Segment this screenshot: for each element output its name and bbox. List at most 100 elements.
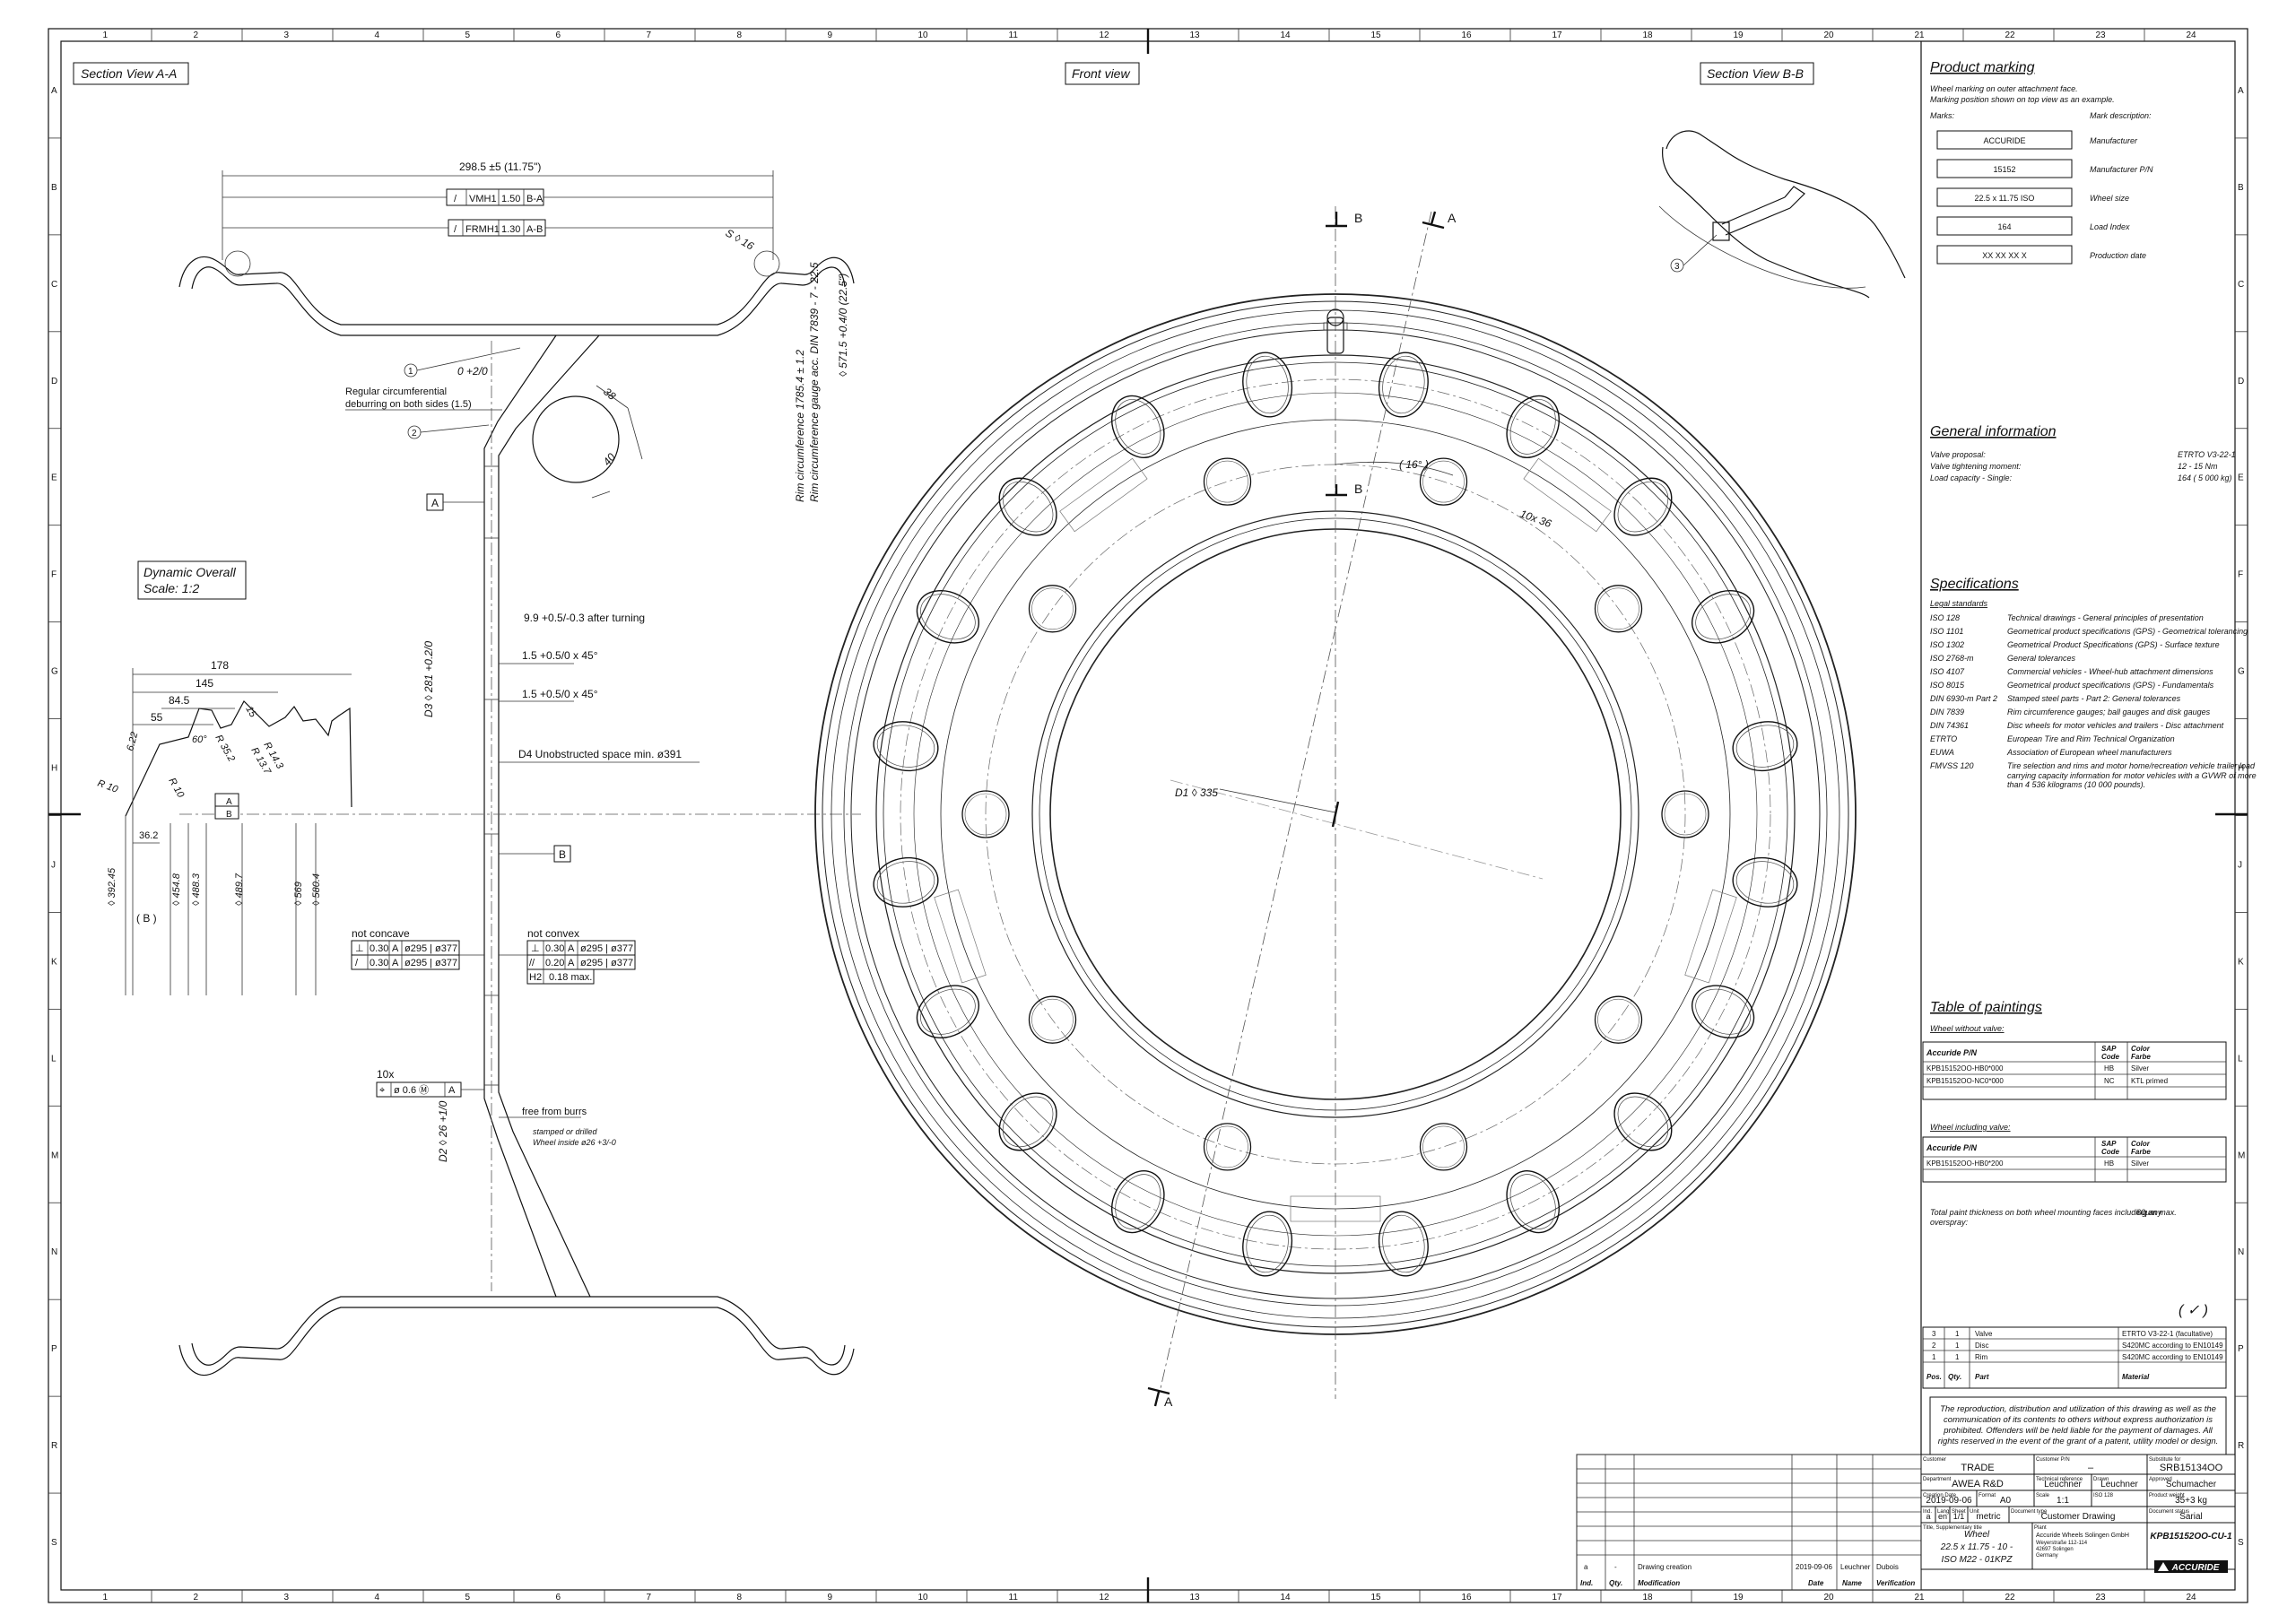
frame-row-label: M [2238,1151,2245,1160]
fmvss-line-2: carrying capacity information for motor … [2007,771,2257,780]
part-qty: 1 [1955,1342,1960,1350]
frame-row-label: N [51,1247,57,1257]
paint-sap: HB [2104,1159,2114,1168]
stamping-mark [1684,889,1737,984]
tol-a: A [226,797,232,807]
frame-row-label: N [2238,1247,2244,1257]
frame-row-label: F [51,570,57,580]
rev-name: Leuchner [1840,1563,1871,1571]
customer-pn-value: – [2088,1463,2094,1473]
dim-145: 145 [196,677,213,690]
frame-row-label: C [2238,280,2244,290]
ventilation-hole [1111,1170,1165,1234]
marking-desc-2: Marking position shown on top view as an… [1930,95,2115,104]
nc1-sym: ⊥ [355,943,364,954]
spec-standard: ISO 1302 [1930,640,1964,649]
mark-box [1936,216,2073,236]
frame-row-label: P [51,1344,57,1354]
approved-label: Approved [2149,1477,2172,1482]
ventilation-hole [916,985,979,1038]
vmh-value: 1.50 [501,194,520,204]
product-weight-value: 35+3 kg [2175,1496,2207,1506]
parts-header-material: Material [2122,1373,2150,1381]
logo-mark [2158,1562,2169,1571]
bolt-hole [1594,995,1643,1044]
frame-row-label: R [51,1441,57,1451]
frame-row-label: E [2238,473,2244,483]
frame-col-label: 2 [194,1593,199,1602]
part-qty: 1 [1955,1330,1960,1338]
title-line-2: 22.5 x 11.75 - 10 - [1940,1542,2013,1552]
frame-row-label: A [2238,86,2244,96]
mark-box [1936,130,2073,150]
frmh-label: FRMH1 [465,224,500,235]
vmh-ref: B-A [526,194,544,204]
sheet-value: 1/1 [1953,1512,1965,1521]
frame-row-label: C [51,280,57,290]
parts-header-pos: Pos. [1926,1373,1942,1381]
zero-tol: 0 +2/0 [457,365,488,378]
general-key: Load capacity - Single: [1930,473,2013,482]
department-label: Department [1923,1477,1952,1482]
iso-128-label: ISO 128 [2093,1493,2114,1498]
frame-row-label: R [2238,1441,2244,1451]
rev-modification: Drawing creation [1638,1563,1692,1571]
dim-d2: D2 ◊ 26 +1/0 [437,1100,449,1162]
table-of-paintings-section: Table of paintings Wheel without valve: … [1922,1000,2227,1318]
ventilation-hole [1613,477,1673,536]
datum-a: A [431,497,439,509]
unit-value: metric [1976,1512,2000,1522]
product-weight-label: Product weight [2149,1493,2185,1498]
section-view-a: 298.5 ±5 (11.75") / VMH1 1.50 B-A / FRMH… [178,161,861,1376]
dim-489-7: ◊ 489.7 [234,873,245,906]
sheet-label: Sheet [1952,1509,1966,1515]
stamping-mark [1059,457,1148,533]
section-marker-b-top: B [1354,211,1362,225]
technical-reference-value: Leuchner [2044,1480,2082,1489]
frame-col-label: 20 [1824,1593,1835,1602]
section-view-b-title: Section View B-B [1707,66,1804,81]
general-information-section: General information Valve proposal:ETRTO… [1930,424,2236,482]
frame-row-label: K [51,957,57,967]
bolt-hole [1203,1123,1252,1171]
ventilation-hole [1692,590,1755,644]
product-marking-section: Product marking Wheel marking on outer a… [1930,60,2153,265]
nc1-zone: ø295 | ø377 [404,943,457,954]
spec-description: Tire selection and rims and motor home/r… [2007,761,2256,770]
creation-date-label: Creation Date [1923,1493,1957,1498]
nx3-val: 0.18 max. [549,972,592,983]
front-view-wheel: B A A B ( 16° ) 10x 36 D1 ◊ 335 [814,206,1857,1409]
drawn-value: Leuchner [2100,1480,2138,1489]
frmh-ref: A-B [526,224,543,235]
spec-description: Geometrical product specifications (GPS)… [2007,627,2248,636]
surface-symbol: ( ✓ ) [2179,1303,2208,1318]
ventilation-hole [1506,395,1560,458]
stamped-note-1: stamped or drilled [533,1127,598,1136]
not-convex-label: not convex [527,927,579,940]
frame-row-label: B [51,183,57,193]
spec-description: Stamped steel parts - Part 2: General to… [2007,694,2181,703]
vmh-symbol: / [454,194,457,204]
part-pos: 1 [1932,1353,1936,1361]
balloon-3: 3 [1674,262,1680,272]
format-label: Format [1979,1493,1996,1498]
frame-col-label: 11 [1009,1593,1019,1602]
nc2-sym: / [355,958,359,968]
copyright-notice: The reproduction, distribution and utili… [1929,1396,2227,1461]
paint-sap: HB [2104,1064,2114,1073]
paintings-with-valve: Wheel including valve: [1930,1123,2011,1132]
fcf-position: ⌖ ø 0.6 Ⓜ A [376,1081,462,1098]
mark-description: Wheel size [2090,194,2129,203]
mark-desc-col-header: Mark description: [2090,111,2152,120]
mark-box [1936,187,2073,207]
paint-note-2: overspray: [1930,1218,1969,1227]
customer-label: Customer [1923,1457,1946,1463]
frame-col-label: 22 [2005,30,2016,40]
paint-header-pn: Accuride P/N [1926,1143,1978,1152]
frame-col-label: 3 [284,1593,290,1602]
title-cell [1920,1522,2033,1570]
frame-col-label: 4 [375,30,380,40]
spec-standard: DIN 74361 [1930,721,1969,730]
